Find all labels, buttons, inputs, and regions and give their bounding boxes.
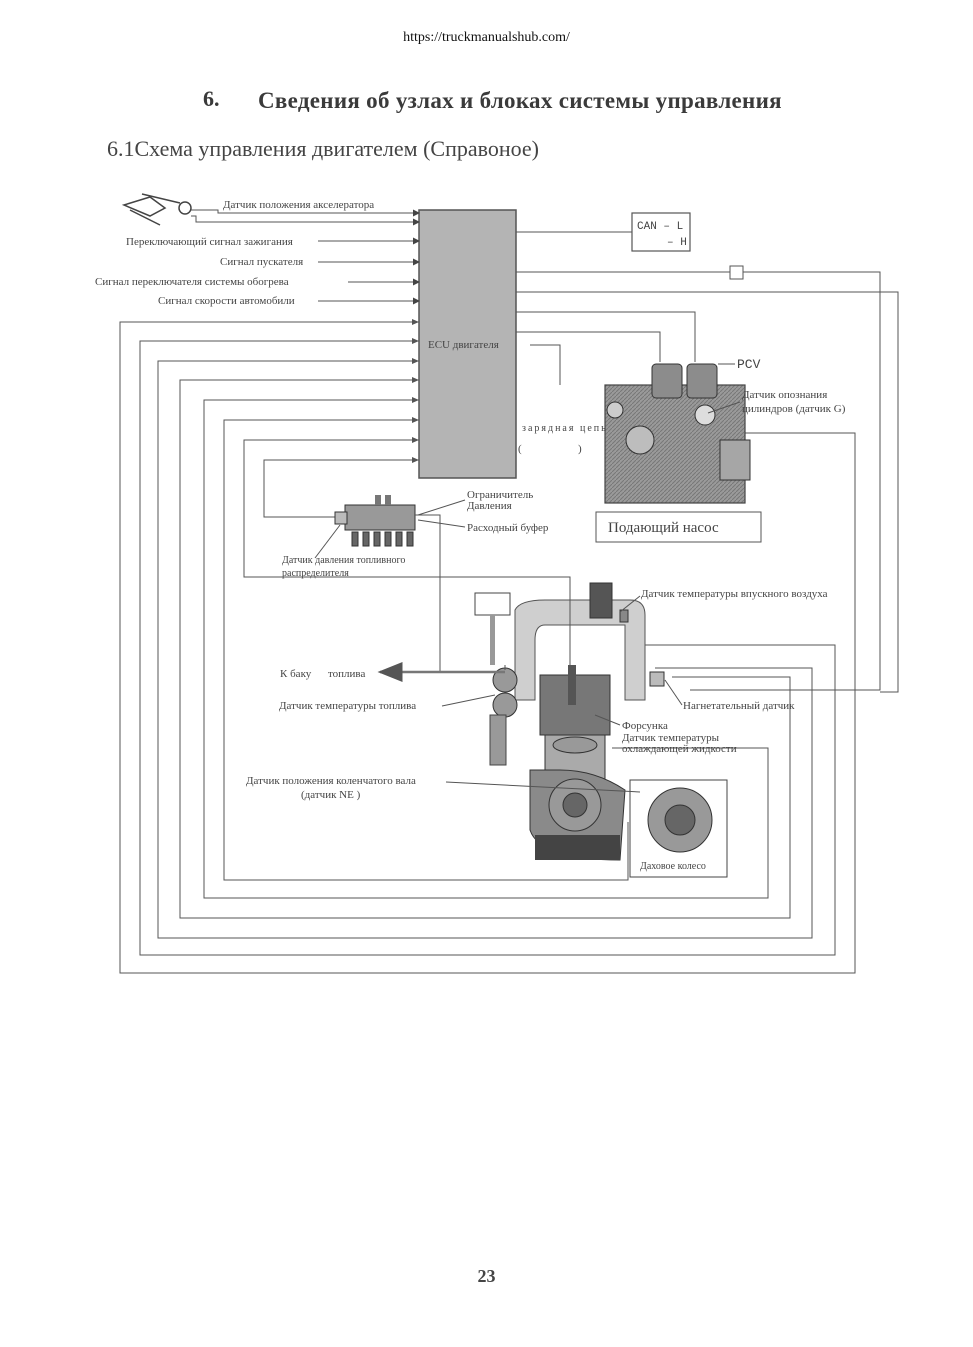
input-starter: Сигнал пускателя: [220, 256, 303, 268]
common-rail-icon: [334, 495, 416, 547]
fuel-temp-label: Датчик температуры топлива: [279, 700, 416, 712]
input-ignition: Переключающий сигнал зажигания: [126, 236, 293, 248]
intake-temp-label: Датчик температуры впускного воздуха: [641, 588, 828, 600]
source-url[interactable]: https://truckmanualshub.com/: [403, 30, 570, 45]
subsection-title: 6.1Схема управления двигателем (Справоно…: [107, 136, 539, 161]
supply-pump-drawing: [604, 363, 751, 504]
ecu-label: ECU двигателя: [428, 339, 499, 351]
input-heater: Сигнал переключателя системы обогрева: [95, 276, 289, 288]
input-speed: Сигнал скорости автомобили: [158, 295, 295, 307]
engine-drawing: [474, 582, 728, 878]
g-sensor-label-2: цилиндров (датчик G): [742, 403, 846, 415]
page-number: 23: [477, 1266, 496, 1286]
flywheel-label: Даховое колесо: [640, 861, 706, 872]
charge-open-paren: (: [518, 443, 522, 455]
to-tank-label-2: топлива: [328, 668, 365, 680]
pcv-label: PCV: [737, 357, 761, 372]
coolant-label-2: охлаждающей жидкости: [622, 743, 737, 755]
can-h-label: – H: [667, 237, 687, 249]
pump-label-box: [595, 511, 762, 543]
pump-label: Подающий насос: [608, 520, 719, 536]
limiter-label-2: Давления: [467, 500, 512, 512]
coolant-label-1: Датчик температуры: [622, 732, 720, 744]
crank-sensor-label-1: Датчик положения коленчатого вала: [246, 775, 416, 787]
flow-damper-label: Расходный буфер: [467, 522, 549, 534]
limiter-label-1: Ограничитель: [467, 489, 533, 501]
injector-label: Форсунка: [622, 720, 668, 732]
section-title: Сведения об узлах и блоках системы управ…: [258, 88, 782, 113]
g-sensor-label-1: Датчик опознания: [742, 389, 827, 401]
can-bus-box: CAN – L – H: [516, 212, 691, 252]
input-accelerator: Датчик положения акселератора: [223, 199, 374, 211]
to-tank-label-1: К баку: [280, 668, 312, 680]
ecu-box: [418, 209, 517, 479]
charge-circuit-label: зарядная цепь: [522, 423, 608, 434]
boost-sensor-label: Нагнетательный датчик: [683, 700, 795, 712]
can-l-label: CAN – L: [637, 221, 683, 233]
rail-sensor-label-1: Датчик давления топливного: [282, 555, 405, 566]
crank-sensor-label-2: (датчик NE ): [301, 789, 361, 801]
accelerator-pedal-icon: [121, 193, 192, 226]
charge-close-paren: ): [578, 443, 582, 455]
rail-sensor-label-2: распределителя: [282, 568, 349, 579]
section-number: 6.: [203, 86, 220, 111]
